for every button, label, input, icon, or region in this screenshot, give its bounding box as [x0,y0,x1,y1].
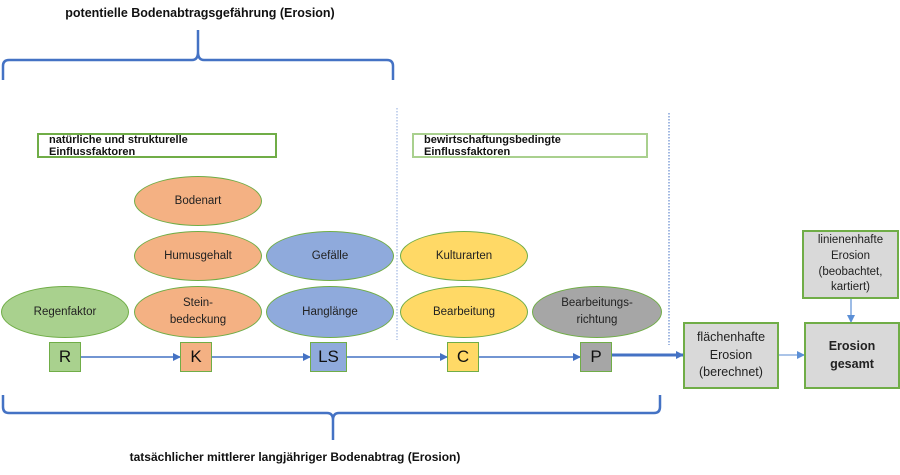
top-brace [1,30,395,80]
ellipse-gefaelle: Gefälle [266,231,394,281]
ellipse-steinbedeckung: Stein- bedeckung [134,286,262,338]
bottom-heading: tatsächlicher mittlerer langjähriger Bod… [129,450,461,464]
ellipse-bodenart: Bodenart [134,176,262,226]
symbol-c: C [447,342,479,372]
symbol-r: R [49,342,81,372]
category-management-factors: bewirtschaftungsbedingte Einflussfaktore… [412,133,648,158]
box-erosion-gesamt: Erosion gesamt [804,322,900,389]
label-linienhafte-erosion: linienenhafte Erosion (beobachtet, karti… [817,234,884,294]
label-bearbeitung: Bearbeitung [432,305,496,318]
label-kulturarten: Kulturarten [435,249,493,262]
ellipse-hanglaenge: Hanglänge [266,286,394,338]
symbol-p: P [580,342,612,372]
label-humusgehalt: Humusgehalt [164,249,232,262]
symbol-k: K [180,342,212,372]
symbol-ls: LS [310,342,347,372]
ellipse-humusgehalt: Humusgehalt [134,231,262,281]
label-bearbeitungsrichtung: Bearbeitungs- richtung [561,297,633,326]
label-flaechenhafte-erosion: flächenhafte Erosion (berechnet) [696,330,766,380]
label-erosion-gesamt: Erosion gesamt [828,339,876,371]
label-hanglaenge: Hanglänge [302,305,358,318]
top-heading: potentielle Bodenabtragsgefährung (Erosi… [65,6,335,20]
category-natural-factors: natürliche und strukturelle Einflussfakt… [37,133,277,158]
label-steinbedeckung: Stein- bedeckung [169,297,227,326]
ellipse-bearbeitungsrichtung: Bearbeitungs- richtung [532,286,662,338]
bottom-brace [1,395,662,440]
label-bodenart: Bodenart [174,194,222,207]
ellipse-regenfaktor: Regenfaktor [1,286,129,338]
ellipse-bearbeitung: Bearbeitung [400,286,528,338]
label-regenfaktor: Regenfaktor [33,305,97,318]
box-linienhafte-erosion: linienenhafte Erosion (beobachtet, karti… [802,230,899,299]
ellipse-kulturarten: Kulturarten [400,231,528,281]
box-flaechenhafte-erosion: flächenhafte Erosion (berechnet) [683,322,779,389]
label-gefaelle: Gefälle [311,249,349,262]
